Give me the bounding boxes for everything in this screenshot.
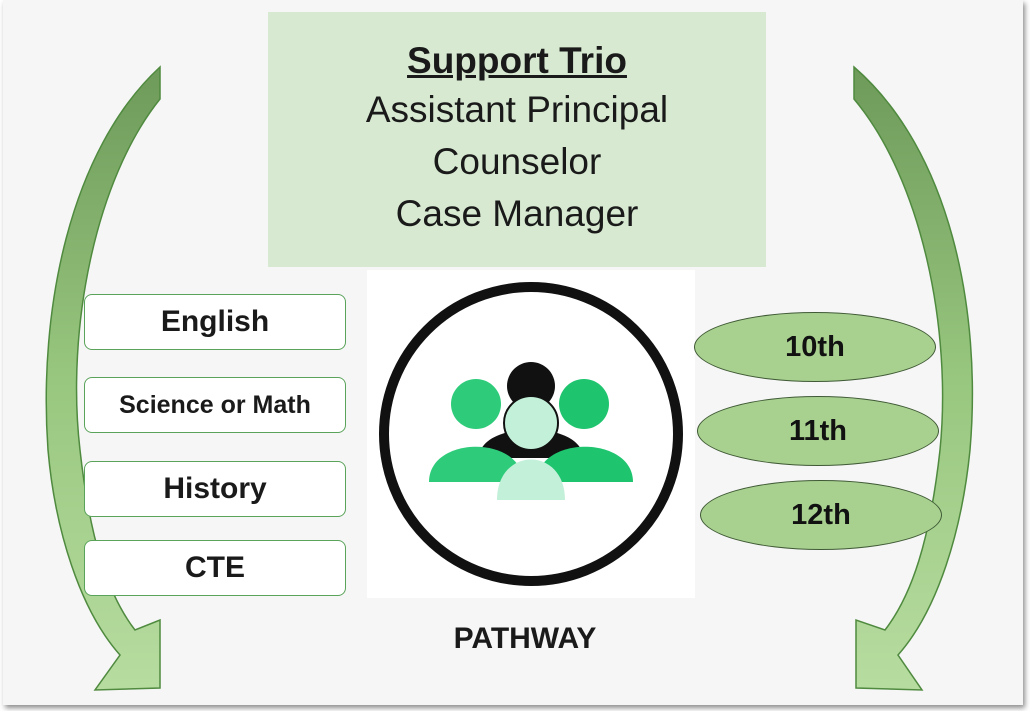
subject-history: History bbox=[84, 461, 346, 517]
right-curved-arrow-icon bbox=[853, 65, 974, 691]
grade-11th: 11th bbox=[697, 396, 939, 466]
support-trio-title: Support Trio bbox=[407, 40, 627, 81]
subject-cte: CTE bbox=[84, 540, 346, 596]
left-curved-arrow-icon bbox=[45, 65, 161, 691]
grade-12th: 12th bbox=[700, 480, 942, 550]
grade-10th: 10th bbox=[694, 312, 936, 382]
subject-science-or-math: Science or Math bbox=[84, 377, 346, 433]
role-counselor: Counselor bbox=[432, 141, 602, 182]
support-trio-box: Support Trio Assistant Principal Counsel… bbox=[268, 12, 766, 267]
role-assistant-principal: Assistant Principal bbox=[365, 89, 669, 130]
subject-english: English bbox=[84, 294, 346, 350]
people-group-icon bbox=[379, 282, 683, 586]
role-case-manager: Case Manager bbox=[395, 193, 639, 234]
pathway-label: PATHWAY bbox=[453, 622, 597, 655]
